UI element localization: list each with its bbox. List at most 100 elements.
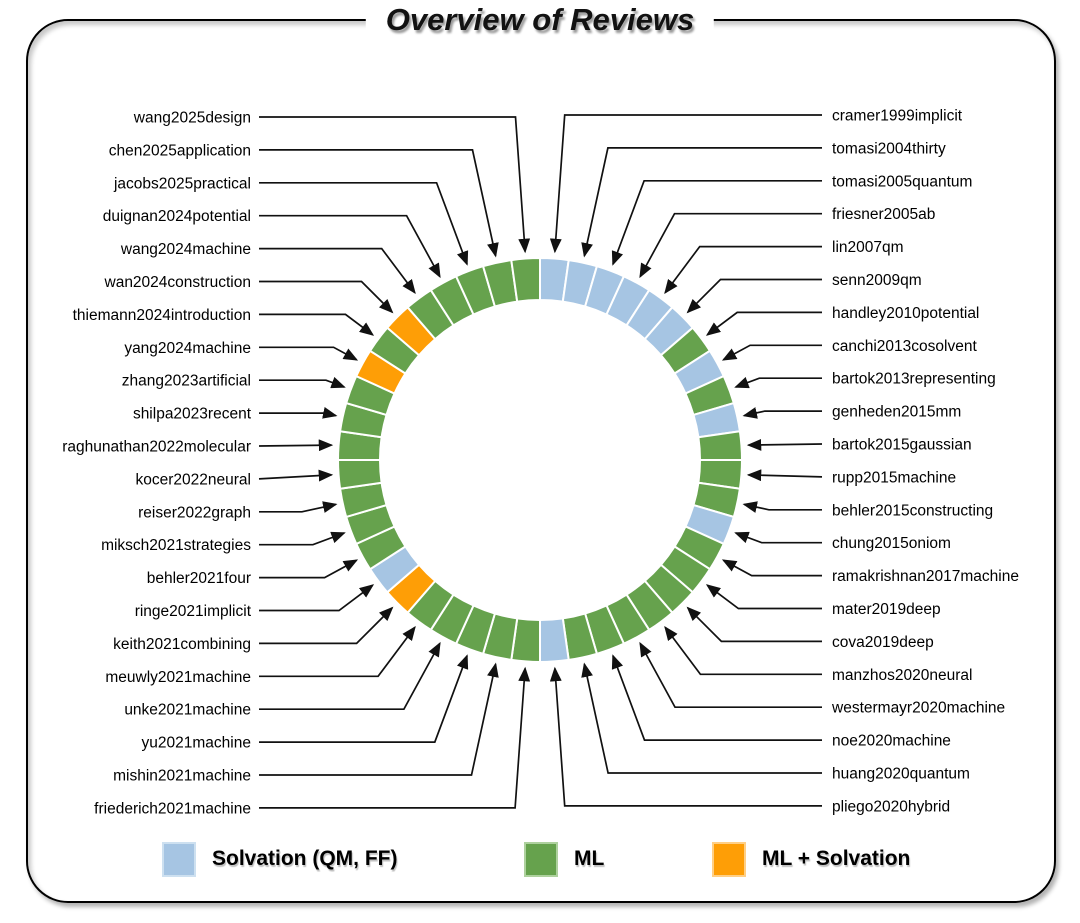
- paper-label-wang2025design: wang2025design: [133, 110, 251, 127]
- leader-arrow-tomasi2005quantum: [611, 179, 822, 266]
- leader-arrow-reiser2022graph: [259, 501, 338, 513]
- paper-label-keith2021combining: keith2021combining: [113, 636, 251, 653]
- paper-label-bartok2015gaussian: bartok2015gaussian: [832, 437, 972, 454]
- paper-label-cramer1999implicit: cramer1999implicit: [832, 108, 963, 125]
- paper-label-friesner2005ab: friesner2005ab: [832, 206, 935, 223]
- leader-arrow-canchi2013cosolvent: [721, 344, 822, 361]
- legend-item-ml: ML: [524, 840, 604, 878]
- paper-label-bartok2013representing: bartok2013representing: [832, 371, 996, 388]
- leader-arrow-zhang2023artificial: [259, 376, 346, 389]
- paper-label-handley2010potential: handley2010potential: [832, 305, 979, 322]
- paper-label-meuwly2021machine: meuwly2021machine: [105, 669, 251, 686]
- leader-arrow-manzhos2020neural: [664, 625, 822, 676]
- leader-arrow-yang2024machine: [259, 346, 359, 361]
- paper-label-kocer2022neural: kocer2022neural: [136, 471, 251, 488]
- legend-label-ml: ML: [574, 847, 605, 870]
- legend-label-solvation: Solvation (QM, FF): [212, 847, 398, 870]
- paper-label-westermayr2020machine: westermayr2020machine: [831, 700, 1005, 717]
- paper-label-unke2021machine: unke2021machine: [124, 702, 251, 719]
- legend-item-ml-solvation: ML + Solvation: [712, 840, 910, 878]
- legend-item-solvation: Solvation (QM, FF): [162, 840, 397, 878]
- leader-arrow-lin2007qm: [664, 245, 822, 295]
- leader-arrow-handley2010potential: [705, 311, 822, 336]
- leader-arrow-keith2021combining: [259, 606, 394, 645]
- paper-label-thiemann2024introduction: thiemann2024introduction: [73, 307, 251, 324]
- paper-label-lin2007qm: lin2007qm: [832, 239, 904, 256]
- leader-arrow-friederich2021machine: [259, 666, 531, 809]
- leader-arrow-behler2015constructing: [742, 501, 822, 513]
- leader-arrow-huang2020quantum: [581, 662, 822, 774]
- paper-label-wan2024construction: wan2024construction: [104, 274, 252, 291]
- leader-arrow-rupp2015machine: [746, 469, 823, 482]
- leader-arrow-wang2025design: [259, 116, 531, 254]
- donut-segment-kocer2022neural: [336, 459, 383, 490]
- paper-label-friederich2021machine: friederich2021machine: [94, 800, 251, 817]
- paper-label-yu2021machine: yu2021machine: [142, 735, 251, 752]
- leader-arrow-miksch2021strategies: [259, 531, 346, 546]
- legend-swatch-ml-solvation: [712, 841, 746, 877]
- paper-label-cova2019deep: cova2019deep: [832, 634, 934, 651]
- legend: Solvation (QM, FF) ML ML + Solvation: [0, 840, 1080, 882]
- paper-label-wang2024machine: wang2024machine: [120, 241, 251, 258]
- paper-label-tomasi2004thirty: tomasi2004thirty: [832, 140, 946, 157]
- paper-label-chen2025application: chen2025application: [109, 142, 251, 159]
- leader-arrow-jacobs2025practical: [259, 181, 469, 266]
- paper-label-rupp2015machine: rupp2015machine: [832, 469, 956, 486]
- leader-arrow-bartok2015gaussian: [746, 438, 823, 451]
- leader-arrow-chung2015oniom: [734, 531, 822, 544]
- legend-swatch-ml: [524, 841, 558, 877]
- leader-arrow-senn2009qm: [686, 278, 822, 314]
- leader-arrow-meuwly2021machine: [259, 625, 416, 678]
- leader-arrow-unke2021machine: [259, 641, 441, 711]
- leader-arrow-wan2024construction: [259, 280, 394, 314]
- leader-arrow-behler2021four: [259, 559, 359, 579]
- leader-arrow-chen2025application: [259, 149, 499, 258]
- leader-arrow-pliego2020hybrid: [549, 666, 822, 807]
- paper-label-yang2024machine: yang2024machine: [124, 340, 251, 357]
- paper-label-genheden2015mm: genheden2015mm: [832, 404, 961, 421]
- leader-arrow-cramer1999implicit: [549, 114, 822, 254]
- leader-arrow-westermayr2020machine: [639, 641, 822, 709]
- paper-label-noe2020machine: noe2020machine: [832, 733, 951, 750]
- paper-label-reiser2022graph: reiser2022graph: [138, 504, 251, 521]
- leader-arrow-yu2021machine: [259, 654, 469, 743]
- paper-label-duignan2024potential: duignan2024potential: [103, 208, 251, 225]
- leader-arrow-raghunathan2022molecular: [258, 439, 334, 452]
- donut-segment-pliego2020hybrid: [539, 617, 570, 664]
- paper-label-behler2015constructing: behler2015constructing: [832, 502, 993, 519]
- paper-label-miksch2021strategies: miksch2021strategies: [101, 537, 251, 554]
- paper-label-behler2021four: behler2021four: [147, 570, 251, 587]
- legend-swatch-solvation: [162, 841, 196, 877]
- paper-label-tomasi2005quantum: tomasi2005quantum: [832, 173, 972, 190]
- figure-title: Overview of Reviews: [365, 0, 715, 40]
- paper-label-senn2009qm: senn2009qm: [832, 272, 922, 289]
- paper-label-canchi2013cosolvent: canchi2013cosolvent: [832, 338, 977, 355]
- leader-arrow-mater2019deep: [705, 584, 822, 610]
- leader-arrow-kocer2022neural: [258, 469, 334, 482]
- leader-arrow-duignan2024potential: [259, 214, 441, 279]
- paper-label-ringe2021implicit: ringe2021implicit: [135, 603, 252, 620]
- paper-label-raghunathan2022molecular: raghunathan2022molecular: [62, 439, 251, 456]
- paper-label-zhang2023artificial: zhang2023artificial: [122, 373, 251, 390]
- leader-arrow-friesner2005ab: [639, 212, 822, 279]
- leader-arrow-shilpa2023recent: [259, 407, 338, 419]
- leader-arrow-cova2019deep: [686, 606, 822, 643]
- leader-arrow-ringe2021implicit: [259, 584, 375, 612]
- paper-label-ramakrishnan2017machine: ramakrishnan2017machine: [832, 568, 1019, 585]
- leader-arrow-thiemann2024introduction: [259, 313, 375, 336]
- paper-label-chung2015oniom: chung2015oniom: [832, 535, 951, 552]
- paper-label-huang2020quantum: huang2020quantum: [832, 766, 970, 783]
- paper-label-jacobs2025practical: jacobs2025practical: [113, 175, 251, 192]
- leader-arrow-bartok2013representing: [734, 376, 822, 389]
- leader-arrow-wang2024machine: [259, 247, 416, 295]
- leader-arrow-tomasi2004thirty: [581, 147, 822, 258]
- paper-label-shilpa2023recent: shilpa2023recent: [133, 406, 252, 423]
- legend-label-ml-solvation: ML + Solvation: [762, 847, 911, 870]
- leader-arrow-ramakrishnan2017machine: [721, 559, 822, 577]
- paper-label-mishin2021machine: mishin2021machine: [113, 768, 251, 785]
- leader-arrow-genheden2015mm: [742, 407, 822, 419]
- donut-segment-wang2025design: [510, 256, 541, 303]
- paper-label-pliego2020hybrid: pliego2020hybrid: [832, 798, 950, 815]
